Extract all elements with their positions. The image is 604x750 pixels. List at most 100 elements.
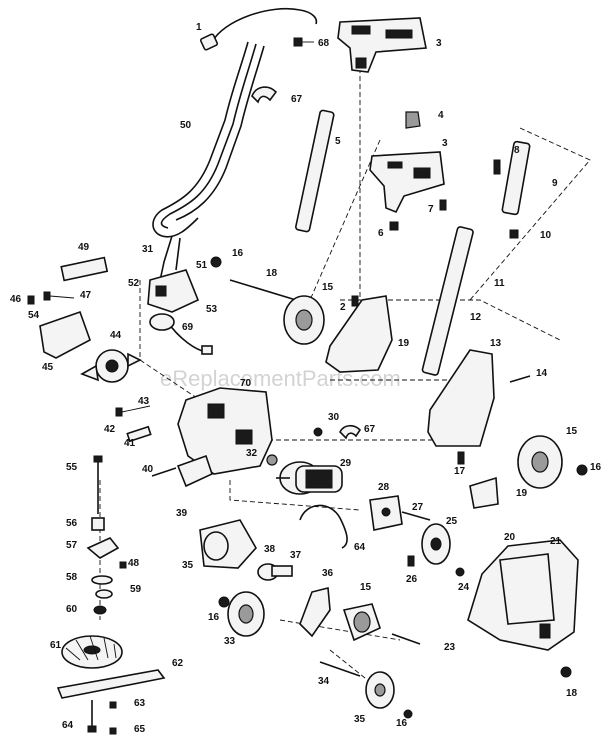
part-label-49: 49 xyxy=(78,242,90,253)
part-label-13: 13 xyxy=(490,338,502,349)
wheel-35b xyxy=(365,671,395,709)
part-label-67: 67 xyxy=(291,94,303,105)
part-label-35: 35 xyxy=(354,714,366,725)
part-label-65: 65 xyxy=(134,724,146,735)
part-label-61: 61 xyxy=(50,640,62,651)
link-plate-36 xyxy=(299,586,331,638)
part-label-63: 63 xyxy=(134,698,146,709)
top-handle xyxy=(337,17,427,73)
switch-button xyxy=(405,111,421,129)
part-label-62: 62 xyxy=(172,658,184,669)
gear-plate-28 xyxy=(369,495,403,531)
wheel-33 xyxy=(227,591,265,637)
part-label-18: 18 xyxy=(566,688,578,699)
nut-16c xyxy=(218,596,230,608)
part-label-45: 45 xyxy=(42,362,54,373)
part-label-36: 36 xyxy=(322,568,334,579)
part-label-60: 60 xyxy=(66,604,78,615)
part-label-21: 21 xyxy=(550,536,562,547)
part-label-16: 16 xyxy=(590,462,602,473)
part-label-64: 64 xyxy=(354,542,366,553)
part-label-59: 59 xyxy=(130,584,142,595)
screws-46-47 xyxy=(27,291,75,305)
gear-box-35 xyxy=(199,519,257,569)
lower-handle-tube xyxy=(421,226,474,376)
impeller-fan xyxy=(61,635,123,669)
switch-box xyxy=(147,269,200,331)
part-label-53: 53 xyxy=(206,304,218,315)
part-label-56: 56 xyxy=(66,518,78,529)
part-label-11: 11 xyxy=(494,278,505,289)
motor-housing xyxy=(177,387,273,475)
part-label-40: 40 xyxy=(142,464,154,475)
part-label-52: 52 xyxy=(128,278,140,289)
part-label-43: 43 xyxy=(138,396,150,407)
handle-grip xyxy=(369,151,445,214)
part-label-15: 15 xyxy=(360,582,372,593)
nut-18 xyxy=(560,666,572,678)
part-label-27: 27 xyxy=(412,502,424,513)
screw-2 xyxy=(351,295,359,307)
part-label-69: 69 xyxy=(182,322,194,333)
part-label-3: 3 xyxy=(442,138,448,149)
part-label-16: 16 xyxy=(396,718,408,729)
nut-16d xyxy=(403,709,413,719)
part-label-55: 55 xyxy=(66,462,78,473)
part-label-46: 46 xyxy=(10,294,22,305)
blade xyxy=(56,669,166,699)
part-label-28: 28 xyxy=(378,482,390,493)
part-label-24: 24 xyxy=(458,582,470,593)
part-label-33: 33 xyxy=(224,636,236,647)
blade-hardware-stack xyxy=(86,455,127,615)
part-label-67: 67 xyxy=(364,424,376,435)
part-label-29: 29 xyxy=(340,458,352,469)
part-label-50: 50 xyxy=(180,120,192,131)
part-label-14: 14 xyxy=(536,368,548,379)
brush-holder xyxy=(151,454,213,488)
part-label-6: 6 xyxy=(378,228,384,239)
upper-handle-tube xyxy=(295,109,335,233)
part-label-26: 26 xyxy=(406,574,418,585)
screw-23 xyxy=(391,633,421,645)
bearing-32 xyxy=(266,454,278,466)
part-label-68: 68 xyxy=(318,38,330,49)
part-label-16: 16 xyxy=(208,612,220,623)
nut-16b xyxy=(576,464,588,476)
part-label-54: 54 xyxy=(28,310,40,321)
part-label-25: 25 xyxy=(446,516,458,527)
part-label-30: 30 xyxy=(328,412,340,423)
fan-gear-44 xyxy=(80,349,142,383)
part-label-19: 19 xyxy=(398,338,410,349)
bracket-19 xyxy=(469,476,499,509)
blade-bolts xyxy=(87,700,117,735)
part-label-31: 31 xyxy=(142,244,154,255)
part-label-15: 15 xyxy=(322,282,334,293)
part-label-32: 32 xyxy=(246,448,258,459)
part-label-34: 34 xyxy=(318,676,330,687)
screw-14 xyxy=(509,375,531,383)
part-label-44: 44 xyxy=(110,330,122,341)
part-label-17: 17 xyxy=(454,466,466,477)
housing-bracket-left xyxy=(325,295,393,373)
part-label-23: 23 xyxy=(444,642,456,653)
part-label-51: 51 xyxy=(196,260,208,271)
axle-34 xyxy=(319,661,361,677)
part-label-4: 4 xyxy=(438,110,444,121)
nut-24 xyxy=(455,567,465,577)
nut-16a xyxy=(210,256,222,268)
axle-18 xyxy=(229,279,297,301)
screw-26 xyxy=(407,555,415,567)
handle-tube-9 xyxy=(493,140,531,216)
part-label-37: 37 xyxy=(290,550,302,561)
label-plate xyxy=(60,256,109,282)
screw-68 xyxy=(293,37,314,47)
gear-25 xyxy=(421,523,451,565)
part-label-42: 42 xyxy=(104,424,116,435)
part-label-35: 35 xyxy=(182,560,194,571)
part-label-20: 20 xyxy=(504,532,516,543)
part-label-1: 1 xyxy=(196,22,202,33)
part-label-10: 10 xyxy=(540,230,552,241)
part-label-8: 8 xyxy=(514,145,520,156)
